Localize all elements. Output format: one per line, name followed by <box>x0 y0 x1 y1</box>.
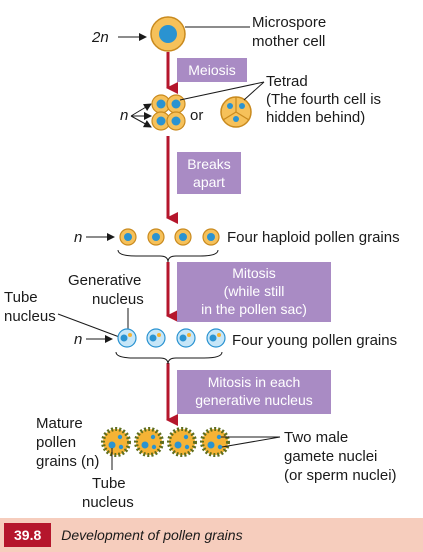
two-male-line2: gamete nuclei <box>284 448 377 465</box>
mature-label-line2: pollen <box>36 434 76 451</box>
mitosis-line2: (while still <box>224 283 285 299</box>
mature-pollen-grains <box>101 427 230 457</box>
generative-label-line2: nucleus <box>92 291 144 308</box>
tetrad-cells <box>151 94 186 131</box>
generative-label-line1: Generative <box>68 272 141 289</box>
pointer-gamete-2 <box>221 436 281 448</box>
tube-label-line1: Tube <box>4 289 38 306</box>
mitosis-each-line2: generative nucleus <box>195 392 313 408</box>
tube-label-line2: nucleus <box>4 308 56 325</box>
mitosis-line3: in the pollen sac) <box>201 301 307 317</box>
meiosis-step-label: Meiosis <box>188 62 235 78</box>
or-label: or <box>190 107 203 124</box>
figure-caption: 39.8 Development of pollen grains <box>0 518 423 552</box>
breaks-apart-line1: Breaks <box>187 156 231 172</box>
young-pollen-grains <box>117 328 226 348</box>
haploid-pollen-grains <box>119 228 220 246</box>
microspore-label-line1: Microspore <box>252 14 326 31</box>
figure-caption-text: Development of pollen grains <box>61 527 243 543</box>
tube2-label-line2: nucleus <box>82 494 134 511</box>
mitosis-each-line1: Mitosis in each <box>208 374 301 390</box>
two-male-line1: Two male <box>284 429 348 446</box>
ploidy-2n-label: 2n <box>91 29 109 46</box>
breaks-apart-step-box <box>177 152 241 194</box>
pointer-tube <box>57 313 123 339</box>
figure-number: 39.8 <box>4 523 52 547</box>
tetrad-label-line3: hidden behind) <box>266 109 365 126</box>
ploidy-n-haploid: n <box>74 229 82 246</box>
tube2-label-line1: Tube <box>92 475 126 492</box>
two-male-line3: (or sperm nuclei) <box>284 467 397 484</box>
mature-label-line3: grains (n) <box>36 453 99 470</box>
mature-grain-4 <box>200 427 230 457</box>
mature-grain-2 <box>134 427 164 457</box>
mitosis-line1: Mitosis <box>232 265 276 281</box>
pointer-tetrad <box>179 81 265 101</box>
tetrad-alt-view <box>220 96 252 128</box>
pollen-development-diagram: 2n Microspore mother cell Meiosis n or T… <box>4 14 400 511</box>
tetrad-label-line2: (The fourth cell is <box>266 91 381 108</box>
meiosis-step-box <box>177 58 247 82</box>
microspore-mother-cell <box>150 16 186 52</box>
four-young-label: Four young pollen grains <box>232 332 397 349</box>
young-brace <box>115 351 223 365</box>
mitosis-each-step-box <box>177 370 331 414</box>
tetrad-label-line1: Tetrad <box>266 73 308 90</box>
ploidy-n-tetrad: n <box>120 107 128 124</box>
haploid-brace <box>117 249 219 263</box>
ploidy-n-young: n <box>74 331 82 348</box>
mature-grain-3 <box>167 427 197 457</box>
four-haploid-label: Four haploid pollen grains <box>227 229 400 246</box>
mitosis-step-box <box>177 262 331 322</box>
mature-grain-1 <box>101 427 131 457</box>
microspore-label-line2: mother cell <box>252 33 325 50</box>
breaks-apart-line2: apart <box>193 174 225 190</box>
mature-label-line1: Mature <box>36 415 83 432</box>
